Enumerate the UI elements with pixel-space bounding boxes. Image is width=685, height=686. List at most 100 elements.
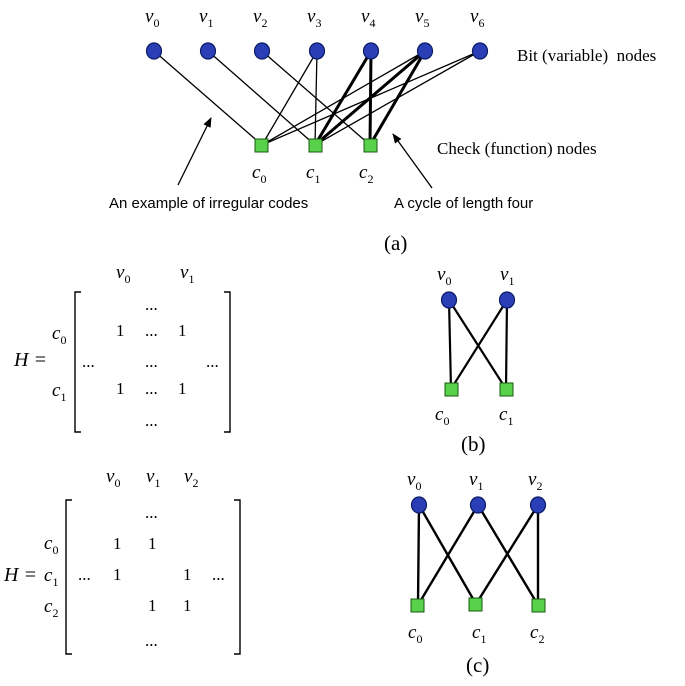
graph-c-label-c1: c1 — [472, 622, 486, 646]
cell-mid-right: ... — [206, 352, 219, 371]
cell-c-r0-1: 1 — [113, 534, 122, 553]
matrix-h-label-c: H = — [3, 564, 37, 586]
label-c2: c2 — [359, 162, 373, 186]
cell-r1-2: 1 — [178, 379, 187, 398]
cell-r0-2: 1 — [178, 321, 187, 340]
panel-c-graph: v0 v1 v2 c0 c1 c2 (c) — [407, 469, 547, 677]
panel-c-matrix: v0 v1 v2 c0 c1 c2 H = ... 1 1 ... 1 1 ..… — [3, 466, 241, 655]
label-v0: v0 — [145, 6, 159, 30]
cell-c-r1-1: 1 — [113, 565, 122, 584]
cell-c-bottom-dots: ... — [145, 631, 158, 650]
panel-b-graph: v0 v1 c0 c1 (b) — [435, 264, 516, 456]
col-label-c-v1: v1 — [146, 466, 160, 490]
label-v6: v6 — [470, 6, 484, 30]
check-node-c1 — [308, 138, 323, 153]
graph-b-label-v0: v0 — [437, 264, 451, 288]
graph-c-label-v0: v0 — [407, 469, 421, 493]
graph-c-label-v1: v1 — [469, 469, 483, 493]
cell-c-r1-2: 1 — [183, 565, 192, 584]
row-label-c-c1: c1 — [44, 565, 58, 589]
annotation-irregular-codes: An example of irregular codes — [109, 195, 308, 212]
col-label-c-v2: v2 — [184, 466, 198, 490]
right-bracket — [224, 291, 231, 433]
bit-nodes-caption: Bit (variable) nodes — [517, 46, 656, 65]
cell-c-r1-left: ... — [78, 565, 91, 584]
check-node-c-c1 — [468, 597, 483, 612]
cell-top-dots: ... — [145, 295, 158, 314]
row-label-c0: c0 — [52, 323, 66, 347]
bit-node-v2 — [253, 42, 271, 60]
col-label-v1: v1 — [180, 262, 194, 286]
edge-v5-c0 — [261, 50, 426, 146]
panel-a-check-labels: c0 c1 c2 — [252, 162, 373, 186]
edge-b-v1-c1 — [504, 299, 509, 390]
cell-r0-dots: ... — [145, 321, 158, 340]
label-v3: v3 — [307, 6, 321, 30]
check-node-b-c1 — [499, 382, 514, 397]
graph-b-label-v1: v1 — [500, 264, 514, 288]
bit-node-v3 — [308, 42, 326, 60]
check-nodes-caption: Check (function) nodes — [437, 139, 597, 158]
panel-a-check-nodes — [254, 138, 378, 153]
bit-node-v6 — [471, 42, 489, 60]
cell-r1-dots: ... — [145, 379, 158, 398]
edge-c-v2-c1 — [474, 504, 540, 605]
cell-mid-left: ... — [82, 352, 95, 371]
edge-c-v0-c0 — [416, 504, 421, 606]
col-label-c-v0: v0 — [106, 466, 120, 490]
edge-v3-c0 — [261, 50, 318, 146]
cell-r1-1: 1 — [116, 379, 125, 398]
edge-v3-c1 — [314, 50, 318, 146]
label-c0: c0 — [252, 162, 266, 186]
panel-a: v0 v1 v2 v3 v4 v5 v6 c0 c1 c2 Bit (varia… — [109, 6, 656, 255]
bit-node-c-v1 — [469, 496, 487, 514]
edge-v6-c1 — [314, 50, 481, 146]
annotation-cycle-length-four: A cycle of length four — [394, 195, 533, 212]
label-v1: v1 — [199, 6, 213, 30]
graph-b-label-c1: c1 — [499, 404, 513, 428]
panel-b: v0 v1 c0 c1 H = ... 1 ... 1 ... ... ... … — [13, 262, 516, 456]
bit-node-c-v2 — [529, 496, 547, 514]
bit-node-v1 — [199, 42, 217, 60]
edge-b-v0-c1 — [448, 299, 507, 390]
bit-node-c-v0 — [410, 496, 428, 514]
check-node-c2 — [363, 138, 378, 153]
bit-node-b-v0 — [440, 291, 458, 309]
cell-mid-center: ... — [145, 352, 158, 371]
panel-a-bit-nodes — [145, 42, 489, 60]
left-bracket-c — [65, 499, 72, 655]
row-label-c-c2: c2 — [44, 596, 58, 620]
graph-c-label-c2: c2 — [530, 622, 544, 646]
label-v4: v4 — [361, 6, 375, 30]
bit-node-v5 — [416, 42, 434, 60]
panel-a-bit-labels: v0 v1 v2 v3 v4 v5 v6 — [145, 6, 484, 30]
cell-c-r2-1: 1 — [148, 596, 157, 615]
panel-c-label: (c) — [466, 653, 489, 677]
panel-a-edges — [153, 49, 481, 147]
cell-c-r0-2: 1 — [148, 534, 157, 553]
graph-b-label-c0: c0 — [435, 404, 449, 428]
graph-c-label-v2: v2 — [528, 469, 542, 493]
label-v5: v5 — [415, 6, 429, 30]
label-v2: v2 — [253, 6, 267, 30]
panel-a-label: (a) — [384, 231, 407, 255]
irregular-arrow — [177, 117, 212, 186]
bit-node-b-v1 — [498, 291, 516, 309]
cell-c-r1-right: ... — [212, 565, 225, 584]
col-label-v0: v0 — [116, 262, 130, 286]
panel-b-matrix: v0 v1 c0 c1 H = ... 1 ... 1 ... ... ... … — [13, 262, 231, 433]
graph-c-label-c0: c0 — [408, 622, 422, 646]
cell-bottom-dots: ... — [145, 411, 158, 430]
left-bracket — [74, 291, 81, 433]
edge-v0-c0 — [153, 50, 263, 146]
edge-v1-c1 — [207, 50, 316, 146]
cycle-arrow — [392, 133, 433, 189]
matrix-h-label: H = — [13, 349, 47, 371]
bit-node-v4 — [362, 42, 380, 60]
panel-c: v0 v1 v2 c0 c1 c2 H = ... 1 1 ... 1 1 ..… — [3, 466, 547, 677]
edge-c-v1-c0 — [416, 504, 480, 606]
label-c1: c1 — [306, 162, 320, 186]
check-node-c-c0 — [410, 598, 425, 613]
edge-b-v0-c0 — [447, 299, 453, 390]
bit-node-v0 — [145, 42, 163, 60]
